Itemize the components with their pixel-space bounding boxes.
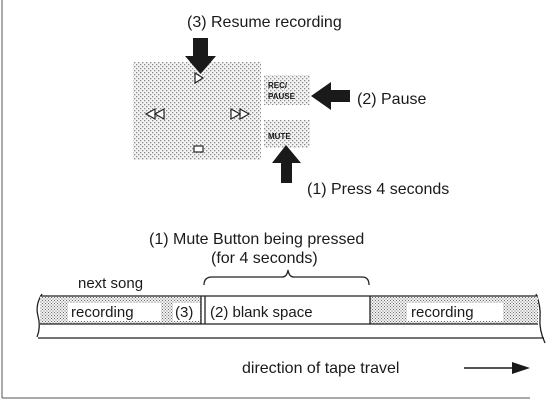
label-next-song: next song xyxy=(78,275,143,292)
control-panel: REC/ PAUSE MUTE xyxy=(133,62,310,160)
recording-right-label-bg xyxy=(407,303,503,321)
tape-cut-left xyxy=(36,293,43,338)
resume-arrow-icon xyxy=(185,38,216,74)
tape-strip: recording (3) (2) blank space recording xyxy=(36,293,546,344)
rec-key-label: REC/ xyxy=(268,81,288,90)
recording-left-label-bg xyxy=(68,303,161,321)
play-icon xyxy=(194,71,205,85)
tape-label-recording-right: recording xyxy=(411,304,474,321)
blank-space-brace xyxy=(203,269,370,286)
label-press-4-seconds: (1) Press 4 seconds xyxy=(307,181,449,198)
label-pause: (2) Pause xyxy=(357,91,426,108)
label-direction: direction of tape travel xyxy=(242,360,399,377)
fast-forward-icon xyxy=(230,107,251,121)
label-mute-duration: (for 4 seconds) xyxy=(211,250,318,267)
tape-label-blank-space: (2) blank space xyxy=(210,304,313,321)
stop-icon xyxy=(193,145,204,153)
rewind-icon xyxy=(144,107,165,121)
tape-label-recording-left: recording xyxy=(71,304,134,321)
mute-key-label: MUTE xyxy=(268,132,291,141)
mute-arrow-icon xyxy=(272,145,301,183)
direction-arrow-icon xyxy=(512,362,530,374)
rec-pause-key xyxy=(264,75,310,105)
label-resume-recording: (3) Resume recording xyxy=(187,14,342,31)
pause-arrow-icon xyxy=(311,82,350,110)
label-mute-pressed: (1) Mute Button being pressed xyxy=(149,231,364,248)
tape-cut-right xyxy=(535,293,546,344)
tape-label-resume: (3) xyxy=(175,304,193,321)
mute-key xyxy=(264,120,310,148)
pause-key-label: PAUSE xyxy=(268,92,296,101)
resume-label-bg xyxy=(173,303,200,321)
